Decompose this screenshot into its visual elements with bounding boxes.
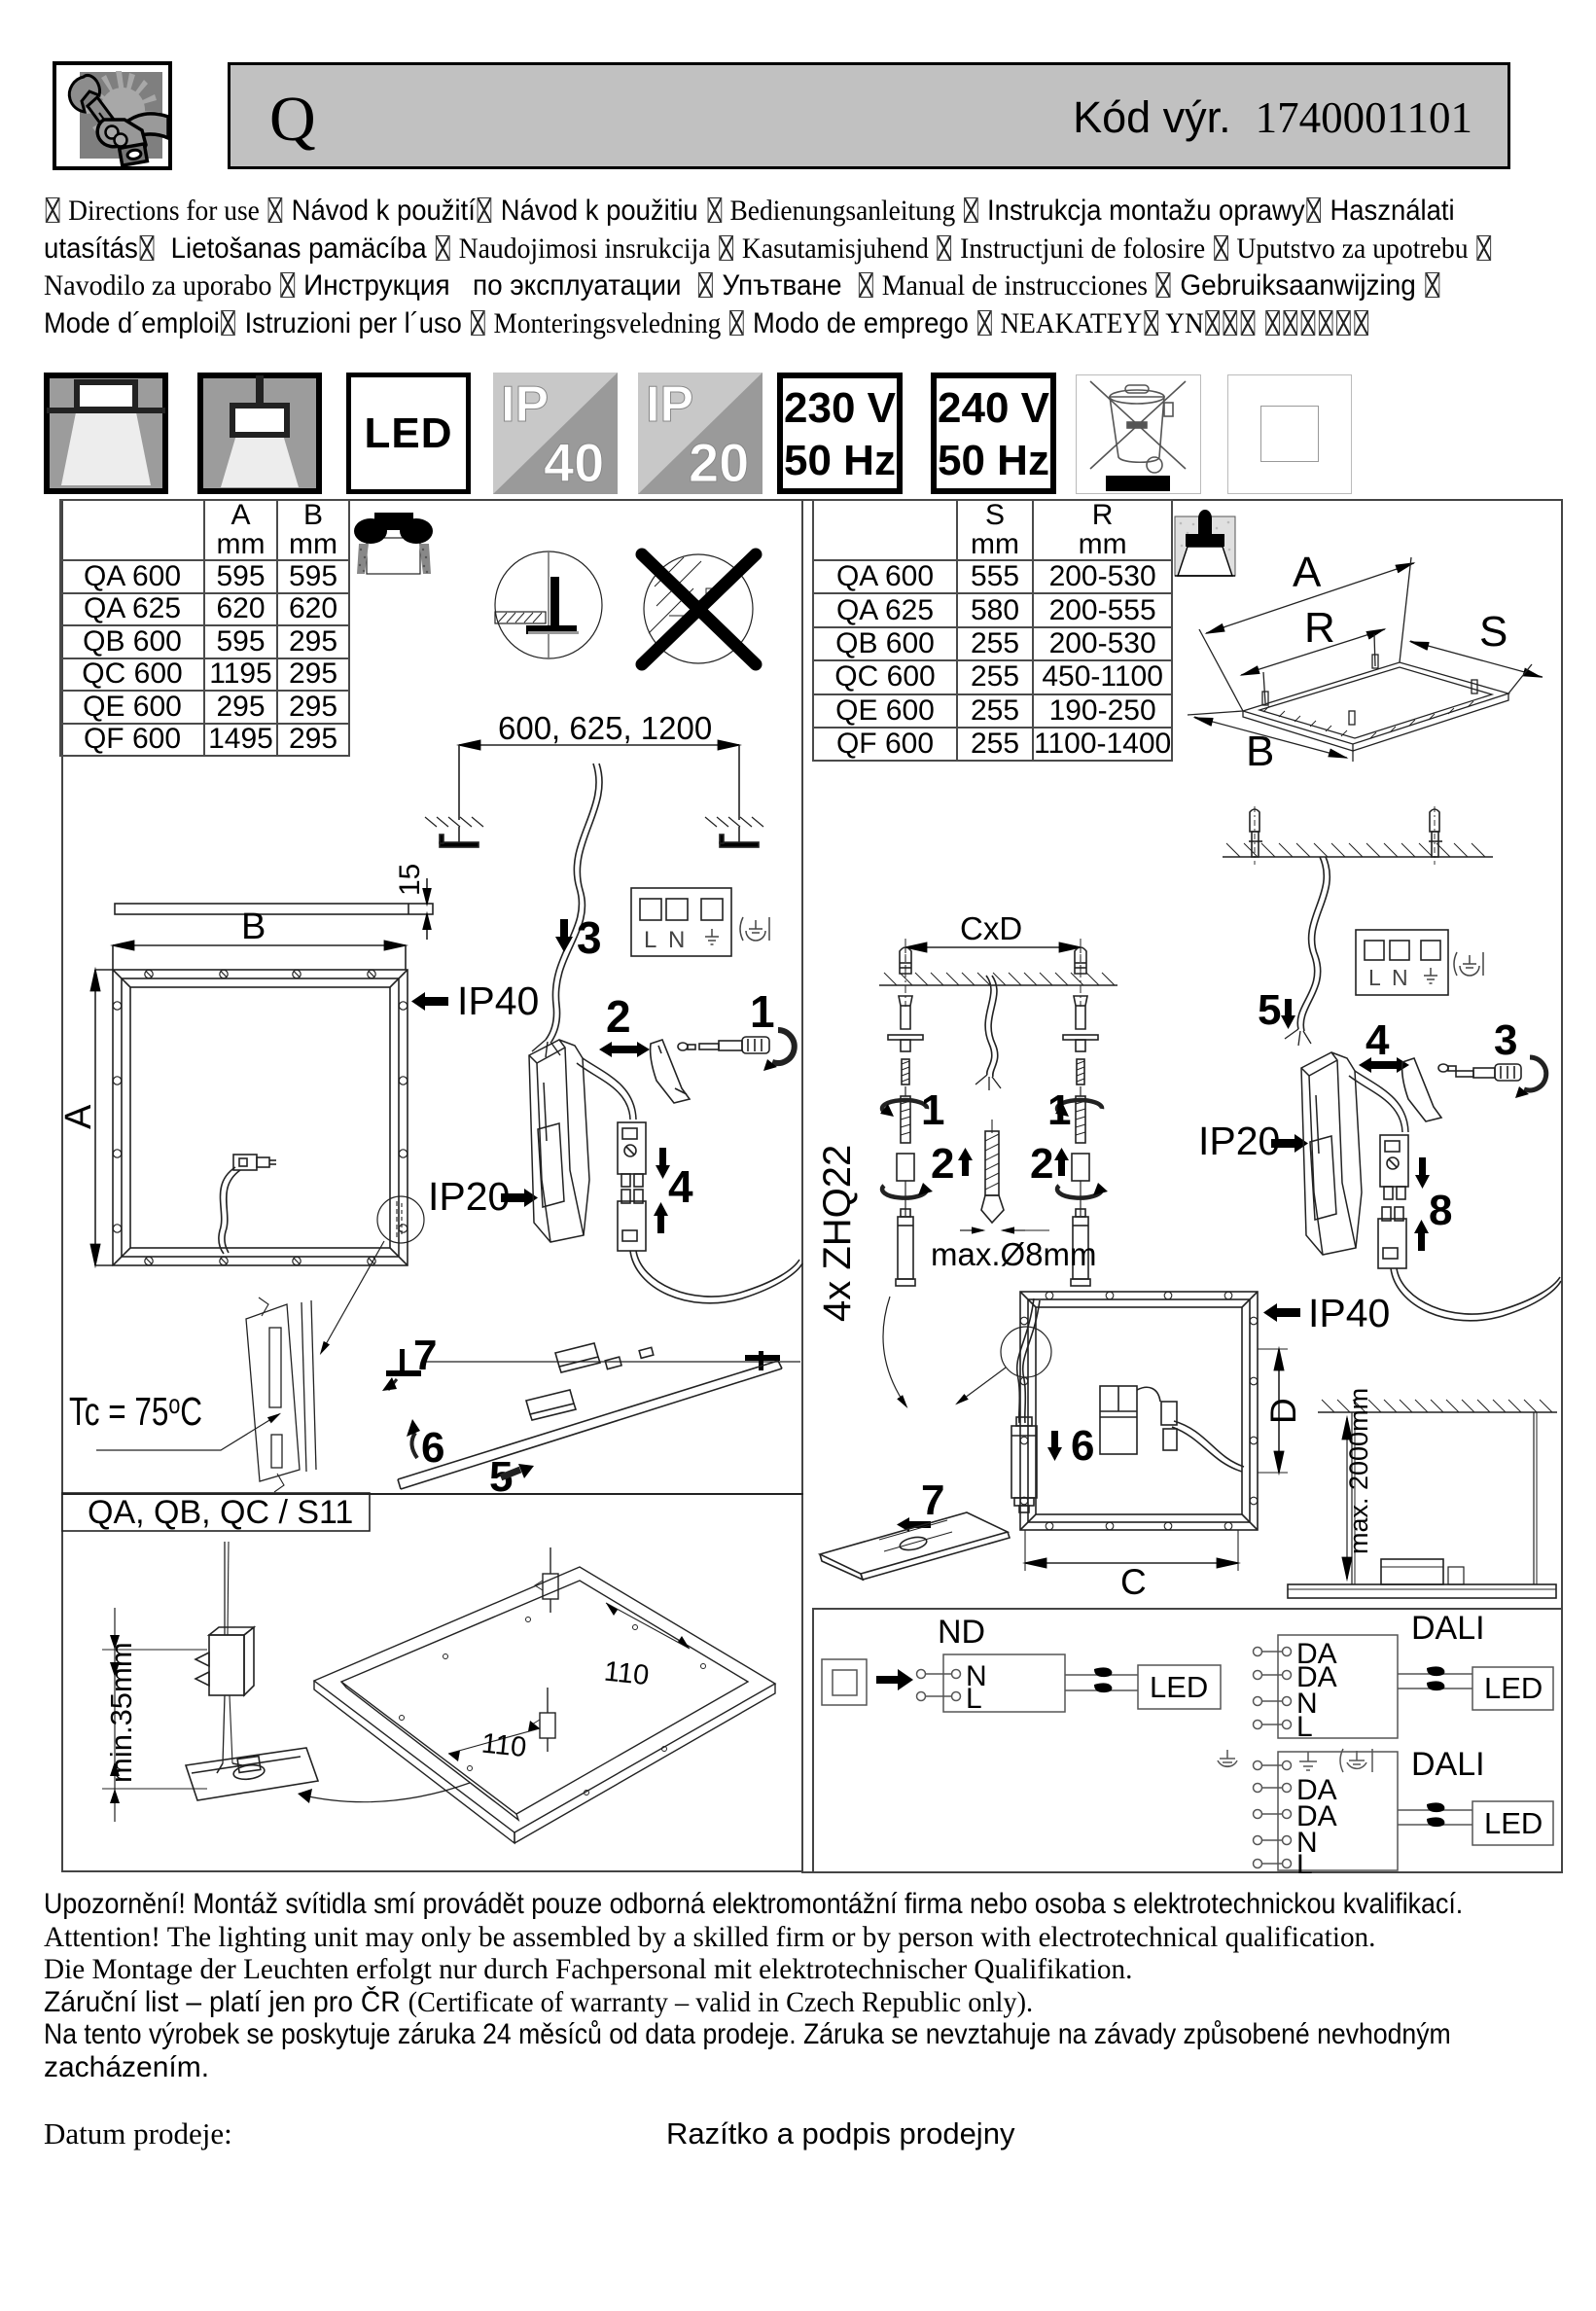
- svg-text:6: 6: [1071, 1422, 1094, 1470]
- svg-text:DA: DA: [1296, 1638, 1337, 1670]
- svg-text:C: C: [1120, 1562, 1147, 1602]
- svg-text:15: 15: [394, 864, 426, 896]
- svg-text:min.35mm: min.35mm: [104, 1642, 138, 1783]
- svg-text:1: 1: [921, 1086, 944, 1134]
- svg-text:max. 2000mm: max. 2000mm: [1344, 1388, 1373, 1554]
- svg-text:8: 8: [1429, 1187, 1452, 1234]
- svg-text:IP40: IP40: [1308, 1291, 1390, 1335]
- svg-text:IP: IP: [501, 376, 549, 433]
- svg-text:R: R: [1304, 604, 1335, 652]
- svg-text:CxD: CxD: [960, 910, 1022, 946]
- svg-text:N: N: [1296, 1827, 1318, 1859]
- svg-text:5: 5: [1258, 986, 1281, 1034]
- svg-text:4: 4: [1365, 1016, 1390, 1064]
- svg-text:S: S: [1479, 608, 1507, 656]
- svg-text:IP20: IP20: [1198, 1119, 1280, 1163]
- svg-text:40: 40: [544, 432, 604, 493]
- svg-text:A: A: [61, 1104, 99, 1129]
- svg-text:LED: LED: [1484, 1806, 1543, 1840]
- svg-text:2: 2: [931, 1140, 954, 1188]
- svg-text:Tc = 75oC: Tc = 75oC: [69, 1389, 202, 1434]
- svg-text:1: 1: [750, 986, 775, 1037]
- svg-text:4x ZHQ22: 4x ZHQ22: [816, 1145, 859, 1322]
- svg-text:20: 20: [689, 432, 749, 493]
- svg-text:LED: LED: [1484, 1671, 1543, 1705]
- svg-text:D: D: [1263, 1398, 1303, 1424]
- svg-text:4: 4: [668, 1161, 693, 1212]
- svg-text:QA, QB, QC / S11: QA, QB, QC / S11: [88, 1494, 353, 1531]
- svg-text:N: N: [1392, 965, 1408, 990]
- svg-text:6: 6: [421, 1424, 444, 1472]
- svg-text:7: 7: [921, 1476, 944, 1524]
- svg-text:B: B: [1246, 728, 1274, 775]
- svg-text:3: 3: [577, 912, 602, 963]
- svg-text:DALI: DALI: [1411, 1746, 1485, 1783]
- svg-text:DA: DA: [1296, 1661, 1337, 1693]
- svg-text:1: 1: [1047, 1086, 1071, 1134]
- svg-text:LED: LED: [1150, 1670, 1208, 1704]
- svg-text:110: 110: [603, 1656, 651, 1692]
- svg-text:IP20: IP20: [428, 1174, 510, 1219]
- svg-text:7: 7: [413, 1332, 437, 1379]
- svg-text:2: 2: [606, 991, 631, 1042]
- svg-text:IP40: IP40: [457, 978, 539, 1023]
- svg-text:IP: IP: [646, 376, 693, 433]
- svg-text:L: L: [1296, 1711, 1313, 1743]
- svg-text:B: B: [241, 907, 266, 947]
- svg-text:N: N: [1296, 1688, 1318, 1720]
- svg-text:N: N: [966, 1660, 987, 1692]
- svg-text:ND: ND: [938, 1614, 985, 1651]
- svg-text:max.Ø8mm: max.Ø8mm: [931, 1236, 1097, 1272]
- svg-text:110: 110: [480, 1728, 528, 1764]
- svg-text:L: L: [966, 1683, 982, 1715]
- svg-text:L: L: [1368, 965, 1381, 990]
- svg-text:DALI: DALI: [1411, 1610, 1485, 1647]
- svg-text:A: A: [1293, 549, 1322, 596]
- svg-text:L: L: [644, 927, 656, 953]
- svg-text:L: L: [1296, 1849, 1313, 1873]
- svg-text:600, 625, 1200: 600, 625, 1200: [498, 710, 712, 746]
- svg-text:DA: DA: [1296, 1800, 1337, 1832]
- svg-text:2: 2: [1030, 1140, 1053, 1188]
- svg-text:N: N: [668, 927, 685, 953]
- svg-text:DA: DA: [1296, 1774, 1337, 1806]
- svg-text:3: 3: [1494, 1016, 1517, 1064]
